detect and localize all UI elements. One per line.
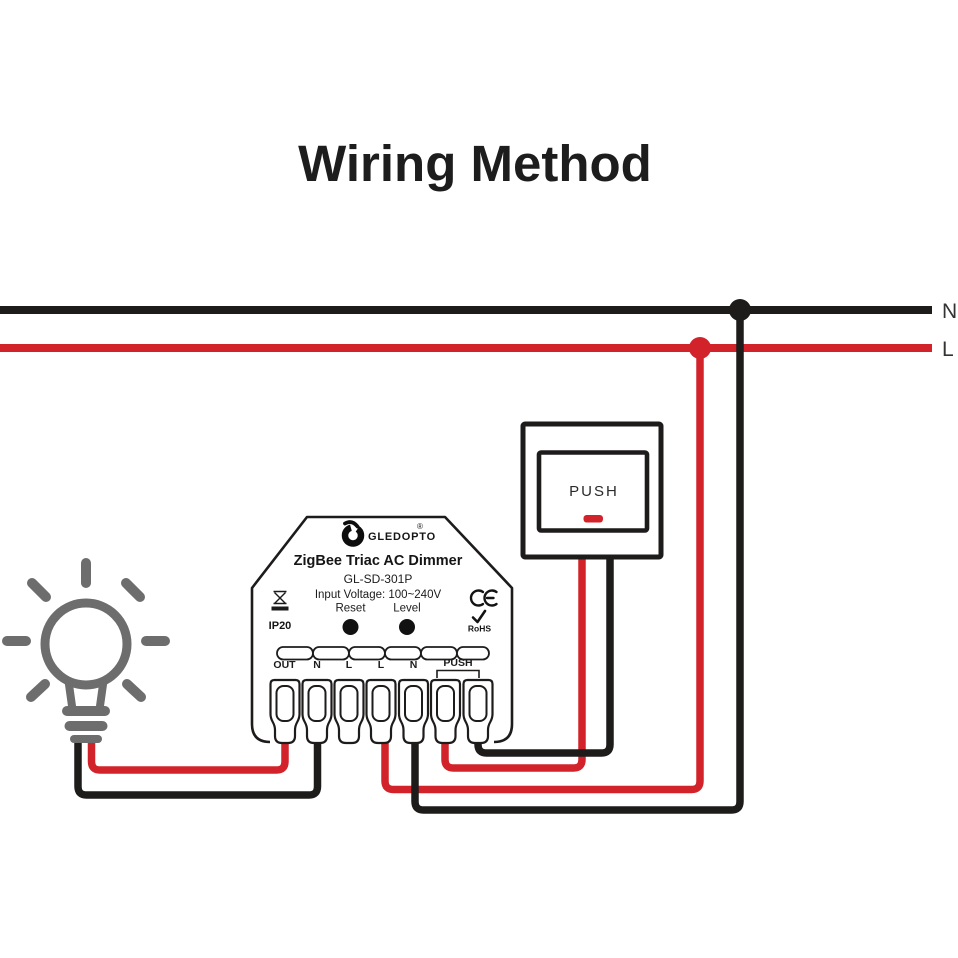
terminal-label-n2: N [410,659,418,671]
reset-button[interactable] [342,619,359,635]
switch-to-dimmer-red-wire [441,552,586,772]
brand-name: GLEDOPTO [368,531,436,543]
terminal-label-n1: N [313,659,321,671]
bulb-ray [122,679,146,702]
switch-indicator [583,515,603,523]
dust-symbol-bar [271,606,289,611]
logo-ring [341,524,365,547]
terminal-l2[interactable] [365,678,397,745]
push-terminal-bracket [436,669,480,678]
level-button[interactable] [399,619,415,635]
bulb-glass [40,598,132,690]
neutral-to-dimmer-wire [411,310,744,814]
bulb-base-bar [62,706,110,716]
switch-to-dimmer-black-wire [474,552,614,757]
vent-slot [348,646,386,661]
bulb-base-bar [64,721,108,731]
light-bulb-icon [2,558,170,743]
switch-push-label: PUSH [569,483,619,500]
registered-mark: ® [417,522,423,531]
bulb-to-n-black-wire [74,736,322,799]
dust-protection-icon [271,590,289,611]
rohs-label: RoHS [468,624,491,634]
switch-button-face[interactable] [536,450,650,533]
red-wires [87,348,704,794]
ip-rating: IP20 [269,620,292,632]
terminal-n1[interactable] [301,678,333,745]
bulb-to-out-red-wire [87,736,289,774]
bulb-base-bar [70,735,102,743]
ce-mark-icon [469,589,498,607]
gledopto-logo-icon [341,520,365,547]
terminal-push2[interactable] [462,678,494,745]
terminal-label-l1: L [346,659,353,671]
terminal-l1[interactable] [333,678,365,745]
bulb-neck [64,677,108,710]
bulb-rays [2,558,170,702]
terminal-label-l2: L [378,659,385,671]
vent-slot [276,646,314,661]
bulb-base [62,706,110,743]
terminal-out[interactable] [269,678,301,745]
terminal-label-out: OUT [273,659,296,671]
ce-letter-c [469,589,485,607]
neutral-line-label: N [942,300,957,323]
reset-label: Reset [335,603,366,615]
terminal-label-push: PUSH [443,657,472,669]
terminal-n2[interactable] [397,678,430,745]
dust-symbol-lines [273,590,287,605]
product-name: ZigBee Triac AC Dimmer [294,553,463,569]
bulb-ray [27,578,51,602]
vent-slots [276,646,490,661]
logo-tail [343,520,360,529]
vent-slot [456,646,490,661]
vent-slot [312,646,350,661]
bulb-ray [121,578,145,602]
input-voltage: Input Voltage: 100~240V [315,589,442,601]
mains-lines: N L [0,299,957,361]
push-switch: PUSH [520,421,664,560]
page-title: Wiring Method [298,135,652,192]
checkmark-icon [471,609,487,624]
dimmer-device: GLEDOPTO ® ZigBee Triac AC Dimmer GL-SD-… [250,515,514,745]
terminal-push1[interactable] [429,678,462,745]
live-line-label: L [942,338,954,361]
bulb-ray [26,679,50,702]
level-label: Level [393,603,421,615]
model-number: GL-SD-301P [344,572,413,586]
vent-slot [384,646,422,661]
black-wires [74,310,744,814]
ce-letter-e [483,589,498,607]
live-to-dimmer-wire [381,348,704,794]
